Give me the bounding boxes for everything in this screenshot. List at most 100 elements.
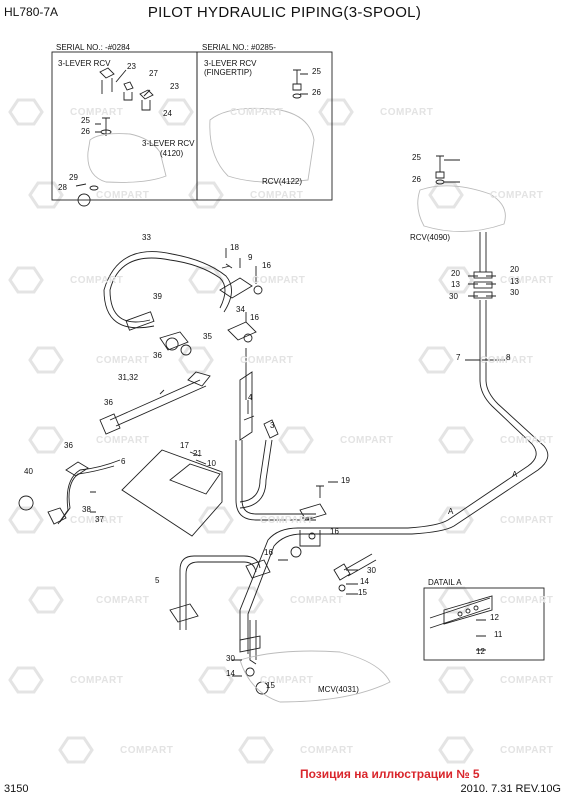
- callout-number: 10: [207, 459, 216, 468]
- inset-right-rcv-code: RCV(4122): [262, 177, 303, 186]
- callout-number: 26: [312, 88, 321, 97]
- callout-number: 39: [153, 292, 162, 301]
- watermark-text: COMPART: [96, 435, 150, 446]
- watermark-text: COMPART: [230, 107, 284, 118]
- callout-number: 24: [163, 109, 172, 118]
- callout-number: 20: [451, 269, 460, 278]
- inset-right-serial: SERIAL NO.: #0285-: [202, 43, 276, 52]
- callout-number: 30: [449, 292, 458, 301]
- watermark-text: COMPART: [260, 515, 314, 526]
- watermark-text: COMPART: [500, 675, 554, 686]
- watermark-text: COMPART: [290, 595, 344, 606]
- watermark-text: COMPART: [340, 435, 394, 446]
- callout-number: 30: [226, 654, 235, 663]
- callout-number: 3: [270, 421, 275, 430]
- watermark-text: COMPART: [240, 355, 294, 366]
- inset-right-rcv-line2: (FINGERTIP): [204, 68, 252, 77]
- callout-number: 13: [510, 277, 519, 286]
- watermark-text: COMPART: [96, 355, 150, 366]
- callout-number: 35: [203, 332, 212, 341]
- callout-number: 36: [104, 398, 113, 407]
- callout-number: 6: [121, 457, 126, 466]
- watermark-text: COMPART: [500, 745, 554, 756]
- callout-number: 8: [506, 353, 511, 362]
- callout-number: 4: [248, 393, 253, 402]
- callout-number: 25: [412, 153, 421, 162]
- watermark-text: COMPART: [96, 190, 150, 201]
- watermark-text: COMPART: [500, 275, 554, 286]
- position-note: Позиция на иллюстрации № 5: [300, 767, 480, 781]
- mcv-4031-label: MCV(4031): [318, 685, 359, 694]
- callout-number: 25: [81, 116, 90, 125]
- callout-number: 29: [69, 173, 78, 182]
- callout-number: 12: [490, 613, 499, 622]
- inset-box-right: [196, 51, 333, 201]
- callout-number: 15: [358, 588, 367, 597]
- callout-number: 25: [312, 67, 321, 76]
- page-number: 3150: [4, 783, 29, 795]
- callout-number: 27: [149, 69, 158, 78]
- callout-number: 30: [367, 566, 376, 575]
- section-a-marker: A: [512, 470, 518, 479]
- callout-number: 16: [262, 261, 271, 270]
- watermark-text: COMPART: [500, 515, 554, 526]
- callout-number: 13: [451, 280, 460, 289]
- detail-a-label: DATAIL A: [428, 578, 462, 587]
- callout-number: 23: [127, 62, 136, 71]
- watermark-text: COMPART: [70, 515, 124, 526]
- callout-number: 12: [476, 647, 485, 656]
- callout-number: 36: [153, 351, 162, 360]
- callout-number: 17: [180, 441, 189, 450]
- page-title: PILOT HYDRAULIC PIPING(3-SPOOL): [147, 4, 422, 21]
- callout-number: 31,32: [118, 373, 139, 382]
- watermark-text: COMPART: [500, 435, 554, 446]
- callout-number: 20: [510, 265, 519, 274]
- callout-number: 33: [142, 233, 151, 242]
- inset-left-rcv-code: (4120): [160, 149, 184, 158]
- watermark-text: COMPART: [500, 595, 554, 606]
- callout-number: 36: [64, 441, 73, 450]
- callout-number: 30: [510, 288, 519, 297]
- callout-number: 9: [248, 253, 253, 262]
- callout-number: 37: [95, 515, 104, 524]
- callout-number: 23: [170, 82, 179, 91]
- watermark-text: COMPART: [252, 275, 306, 286]
- watermark-text: COMPART: [120, 745, 174, 756]
- callout-number: 16: [264, 548, 273, 557]
- inset-left-rcv-label: 3-LEVER RCV: [58, 59, 111, 68]
- callout-number: 21: [193, 449, 202, 458]
- model-code: HL780-7A: [4, 5, 59, 19]
- section-a-marker: A: [448, 507, 454, 516]
- callout-number: 34: [236, 305, 245, 314]
- detail-a-box: [423, 587, 545, 661]
- watermark-badges: [8, 98, 474, 764]
- callout-number: 14: [360, 577, 369, 586]
- watermark-text: COMPART: [70, 107, 124, 118]
- callout-number: 28: [58, 183, 67, 192]
- inset-right-rcv-line1: 3-LEVER RCV: [204, 59, 257, 68]
- callout-number: 19: [341, 476, 350, 485]
- inset-left-serial: SERIAL NO.: -#0284: [56, 43, 130, 52]
- callout-number: 7: [456, 353, 461, 362]
- watermark-text: COMPART: [250, 190, 304, 201]
- callout-number: 40: [24, 467, 33, 476]
- callout-number: 11: [494, 630, 503, 639]
- watermark-text: COMPART: [70, 275, 124, 286]
- inset-left-rcv-bottom: 3-LEVER RCV: [142, 139, 195, 148]
- callout-number: 26: [81, 127, 90, 136]
- callout-number: 16: [250, 313, 259, 322]
- callout-number: 26: [412, 175, 421, 184]
- callout-number: 38: [82, 505, 91, 514]
- watermark-text: COMPART: [96, 595, 150, 606]
- callout-number: 5: [155, 576, 160, 585]
- callout-number: 16: [330, 527, 339, 536]
- revision-date: 2010. 7.31 REV.10G: [460, 783, 561, 795]
- callout-number: 18: [230, 243, 239, 252]
- watermark-text: COMPART: [300, 745, 354, 756]
- watermark-text: COMPART: [70, 675, 124, 686]
- watermark-text: COMPART: [490, 190, 544, 201]
- callout-number: 15: [266, 681, 275, 690]
- watermark-text: COMPART: [380, 107, 434, 118]
- callout-number: 14: [226, 669, 235, 678]
